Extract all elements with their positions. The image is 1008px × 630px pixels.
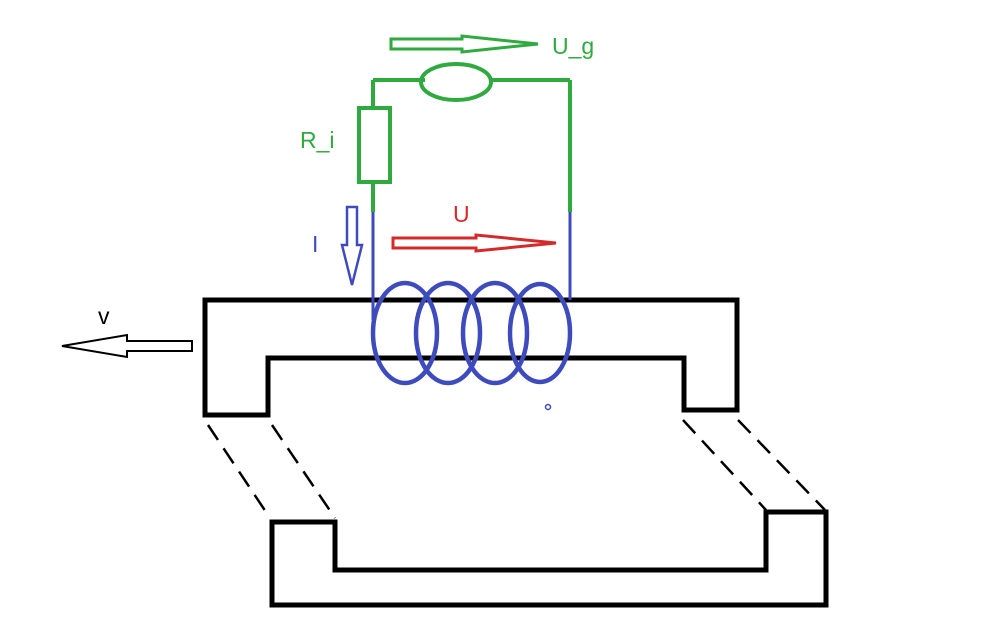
current-label: I <box>312 231 318 257</box>
upper-core <box>202 297 740 418</box>
resistor-symbol <box>357 106 392 184</box>
velocity-arrow <box>61 333 193 359</box>
coil-voltage-arrow <box>391 233 557 253</box>
resistor-label: R_i <box>300 127 335 153</box>
coil-leads <box>371 212 572 320</box>
velocity-label: v <box>98 303 110 329</box>
current-arrow <box>340 205 364 286</box>
source-voltage-arrow <box>389 34 539 54</box>
lower-part <box>269 509 829 608</box>
green-circuit <box>371 78 572 212</box>
coil-windings <box>370 280 573 386</box>
stray-dot <box>544 403 552 411</box>
dashed-connectors <box>206 419 826 519</box>
voltage-source-symbol <box>419 62 493 102</box>
coil-voltage-label: U <box>453 201 470 227</box>
source-voltage-label: U_g <box>552 33 594 59</box>
